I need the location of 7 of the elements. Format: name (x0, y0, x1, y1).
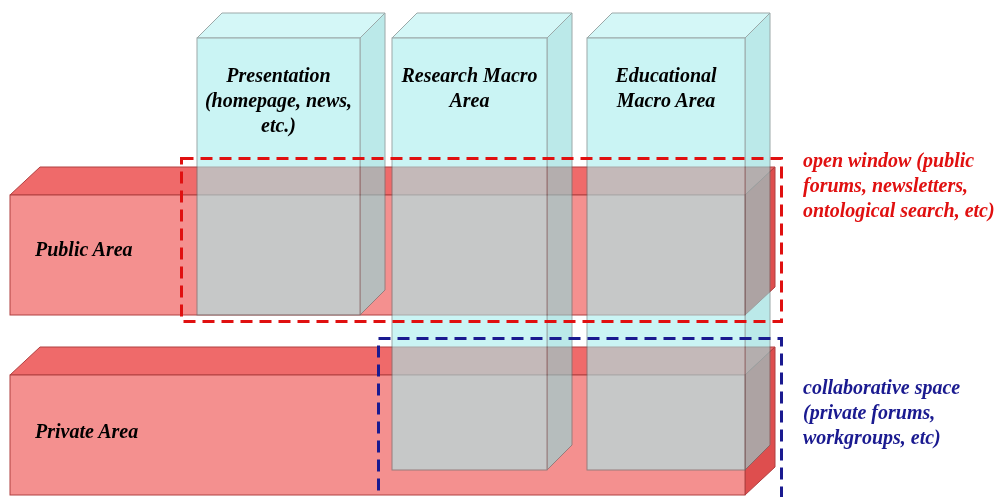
area-label: Public Area (35, 237, 134, 262)
column-label: Research Macro Area (400, 63, 539, 113)
area-label: Private Area (35, 419, 140, 444)
frame-label: collaborative space (private forums, workgroups, etc) (803, 375, 962, 450)
column-label: Presentation (homepage, news, etc.) (203, 63, 354, 138)
column-label: Educational Macro Area (614, 63, 718, 113)
frame-label: open window (public forums, newsletters, ontological search, etc) (803, 148, 996, 223)
